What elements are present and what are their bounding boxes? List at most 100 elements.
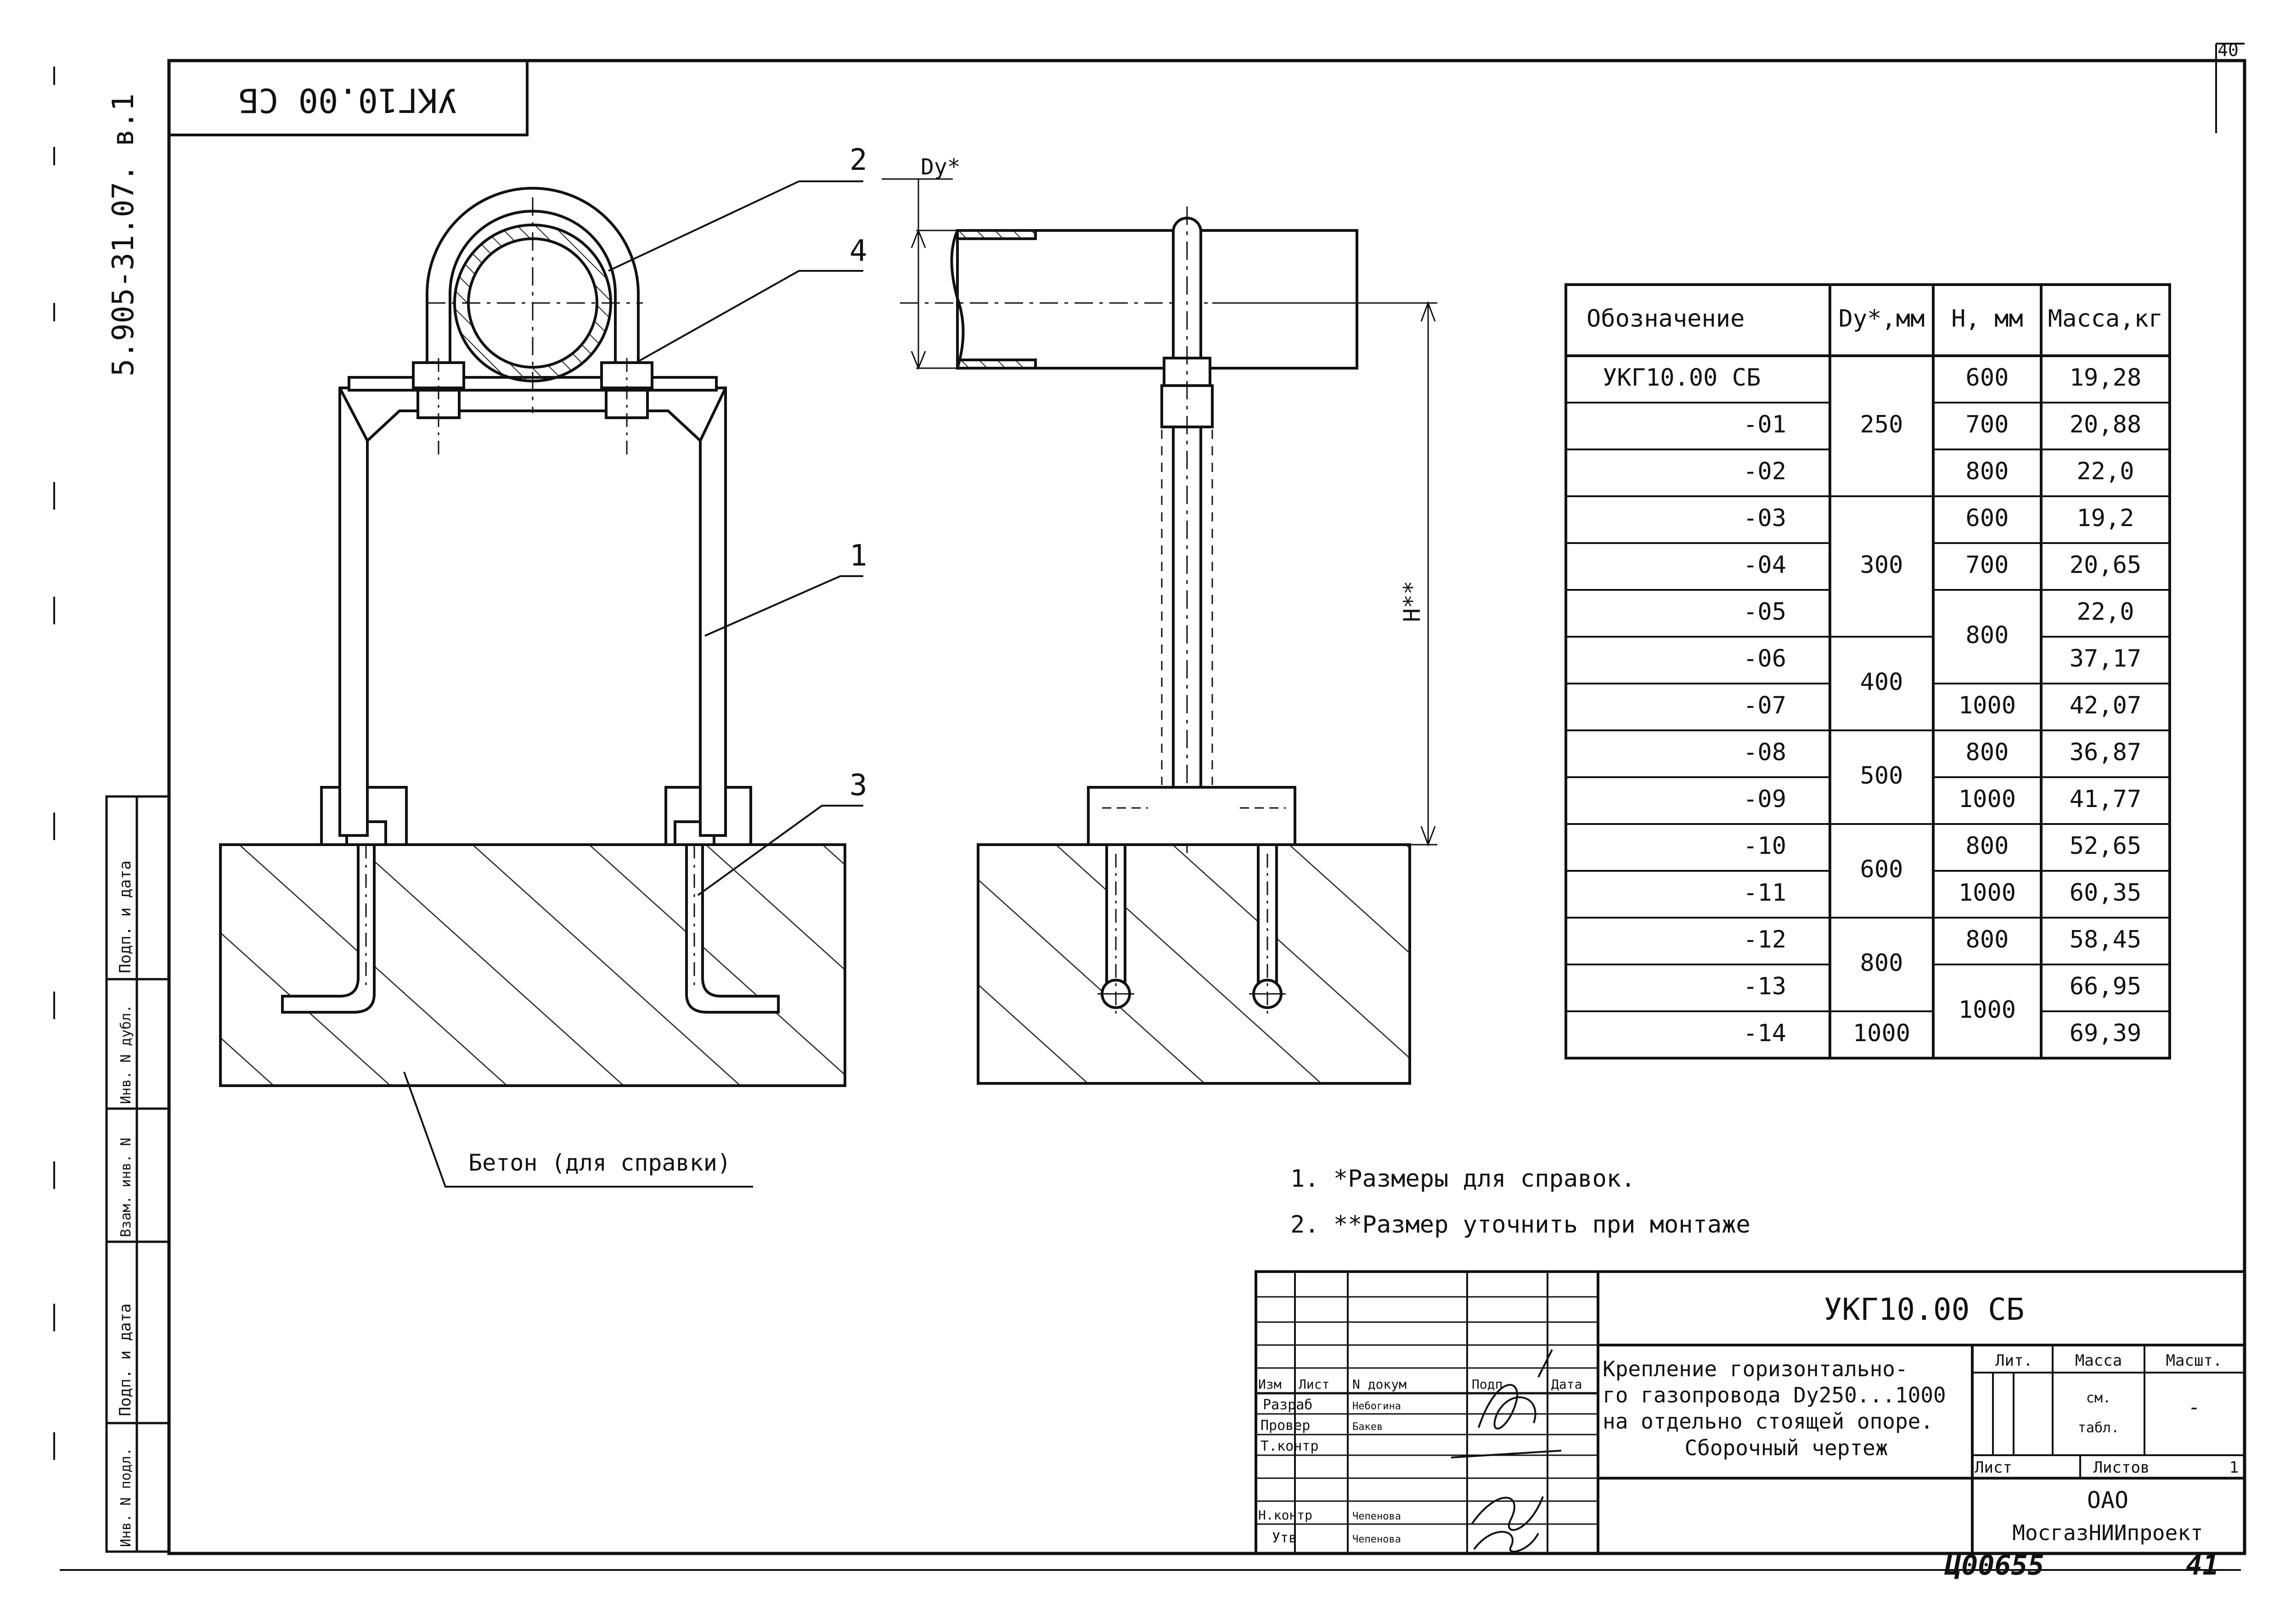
mass-cell: 36,87 xyxy=(2070,739,2142,766)
h-cell: 600 xyxy=(1966,505,2009,532)
col-header-sheet: Лист xyxy=(1299,1377,1329,1392)
mass-cell: 69,39 xyxy=(2070,1020,2142,1047)
title-line-4: Сборочный чертеж xyxy=(1684,1435,1888,1460)
mass-label: Масса xyxy=(2075,1351,2122,1370)
mass-cell: 20,88 xyxy=(2070,411,2142,438)
role-norm-control-name: Чепенова xyxy=(1352,1511,1401,1522)
h-cell: 1000 xyxy=(1958,879,2016,907)
h-cell: 700 xyxy=(1966,551,2009,579)
mass-cell: 22,0 xyxy=(2077,598,2134,626)
mass-cell: 19,2 xyxy=(2077,505,2134,532)
mass-value-2: табл. xyxy=(2078,1420,2119,1436)
header-dy: Dу*,мм xyxy=(1839,305,1925,333)
designation-cell: УКГ10.00 СБ xyxy=(1603,364,1761,392)
role-norm-control: Н.контр xyxy=(1258,1508,1312,1523)
dy-cell: 600 xyxy=(1860,856,1903,883)
note-2: 2. **Размер уточнить при монтаже xyxy=(1290,1211,1750,1239)
signatures xyxy=(1451,1349,1562,1553)
sheets-label: Листов xyxy=(2093,1458,2150,1477)
dy-cell: 400 xyxy=(1860,668,1903,696)
mirrored-code-text: УКГ10.00 СБ xyxy=(239,81,458,119)
sheet-label: Лист xyxy=(1975,1458,2012,1477)
h-cell: 800 xyxy=(1966,458,2009,485)
strip-label-sign-date-1: Подп. и дата xyxy=(116,860,135,973)
designation-cell: -14 xyxy=(1743,1020,1786,1047)
designation-cell: -13 xyxy=(1743,973,1786,1000)
dim-dy-label: Dу* xyxy=(921,154,961,180)
dy-cell: 500 xyxy=(1860,762,1903,790)
designation-cell: -05 xyxy=(1743,598,1786,626)
h-cell: 1000 xyxy=(1958,996,2016,1024)
header-mass: Масса,кг xyxy=(2048,305,2163,333)
mass-cell: 41,77 xyxy=(2070,785,2142,813)
mass-cell: 52,65 xyxy=(2070,832,2142,860)
mass-cell: 66,95 xyxy=(2070,973,2142,1000)
mass-cell: 42,07 xyxy=(2070,692,2142,719)
mass-cell: 58,45 xyxy=(2070,926,2142,953)
strip-label-sign-date-2: Подп. и дата xyxy=(116,1303,135,1416)
designation-cell: -01 xyxy=(1743,411,1786,438)
lit-label: Лит. xyxy=(1995,1351,2033,1370)
dim-h-label: H** xyxy=(1399,581,1425,622)
designation-cell: -10 xyxy=(1743,832,1786,860)
role-developer-name: Небогина xyxy=(1352,1401,1401,1412)
page-number: 40 xyxy=(2217,40,2239,60)
mass-cell: 60,35 xyxy=(2070,879,2142,907)
designation-cell: -04 xyxy=(1743,551,1786,579)
mass-cell: 20,65 xyxy=(2070,551,2142,579)
callout-1: 1 xyxy=(850,539,867,573)
col-header-sign: Подп xyxy=(1472,1377,1503,1392)
side-view-drawing xyxy=(882,178,1437,1085)
callout-4: 4 xyxy=(850,234,867,268)
designation-cell: -12 xyxy=(1743,926,1786,953)
concrete-label: Бетон (для справки) xyxy=(468,1149,731,1176)
h-cell: 800 xyxy=(1966,832,2009,860)
note-1: 1. *Размеры для справок. xyxy=(1290,1165,1635,1193)
mass-cell: 37,17 xyxy=(2070,645,2142,673)
h-cell: 1000 xyxy=(1958,692,2016,719)
left-annotation-strip xyxy=(105,795,170,1553)
h-cell: 700 xyxy=(1966,411,2009,438)
org-line-2: МосгазНИИпроект xyxy=(2012,1520,2203,1545)
strip-label-replace-inv: Взам. инв. N xyxy=(118,1138,134,1237)
dy-cell: 300 xyxy=(1860,551,1903,579)
front-view-drawing xyxy=(219,180,863,1188)
designation-cell: -06 xyxy=(1743,645,1786,673)
handwritten-archive-code: Ц00655 xyxy=(1944,1549,2044,1581)
mirrored-code-stamp: УКГ10.00 СБ xyxy=(168,59,529,136)
scale-value: - xyxy=(2188,1396,2200,1419)
mass-cell: 19,28 xyxy=(2070,364,2142,392)
spec-table-grid xyxy=(1564,283,2171,1060)
scale-label: Масшт. xyxy=(2166,1351,2223,1370)
mass-value-1: см. xyxy=(2086,1390,2111,1406)
dy-cell: 800 xyxy=(1860,949,1903,977)
strip-label-orig-inv: Инв. N подл. xyxy=(118,1447,134,1547)
role-approver-name: Чепенова xyxy=(1352,1534,1401,1545)
header-h: H, мм xyxy=(1951,305,2023,333)
h-cell: 800 xyxy=(1966,739,2009,766)
org-line-1: ОАО xyxy=(2087,1487,2128,1514)
series-code: 5.905-31.07. в.1 xyxy=(107,94,141,377)
handwritten-page-number: 41 xyxy=(2186,1549,2219,1581)
title-line-1: Крепление горизонтально- xyxy=(1603,1357,1908,1381)
sheets-value: 1 xyxy=(2229,1458,2239,1477)
dy-cell: 250 xyxy=(1860,411,1903,438)
h-cell: 600 xyxy=(1966,364,2009,392)
callout-2: 2 xyxy=(850,143,867,177)
designation-cell: -02 xyxy=(1743,458,1786,485)
strip-label-dup-inv: Инв. N дубл. xyxy=(118,1004,134,1104)
mass-cell: 22,0 xyxy=(2077,458,2134,485)
designation-cell: -11 xyxy=(1743,879,1786,907)
role-tech-control: Т.контр xyxy=(1261,1438,1318,1454)
designation-cell: -03 xyxy=(1743,505,1786,532)
callout-3: 3 xyxy=(850,768,867,802)
title-block xyxy=(1255,1270,2246,1555)
h-cell: 1000 xyxy=(1958,785,2016,813)
title-line-3: на отдельно стоящей опоре. xyxy=(1603,1409,1933,1434)
h-cell: 800 xyxy=(1966,926,2009,953)
dy-cell: 1000 xyxy=(1853,1020,1910,1047)
role-checker: Провер xyxy=(1261,1418,1310,1434)
col-header-date: Дата xyxy=(1551,1377,1582,1392)
